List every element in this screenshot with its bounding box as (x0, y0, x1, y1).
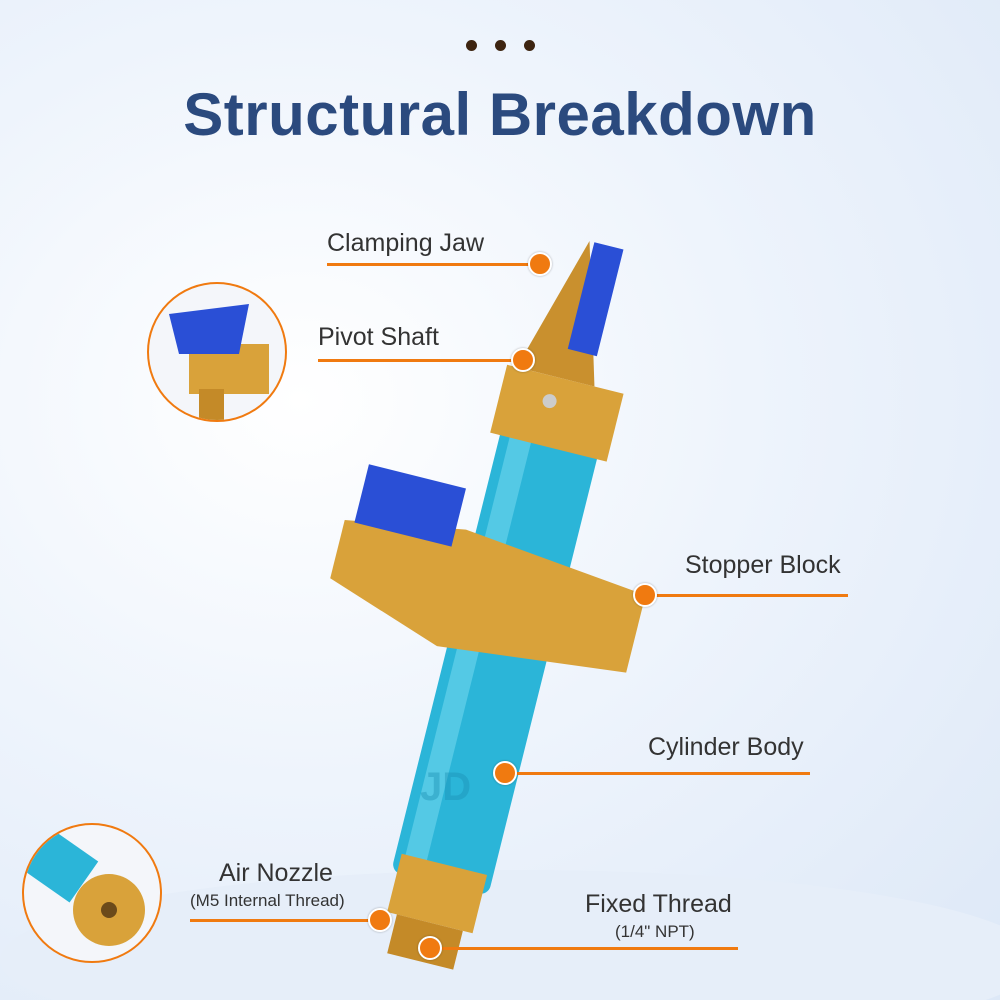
inset-nozzle-detail (22, 823, 162, 963)
marker-dot (418, 936, 442, 960)
callout-air-nozzle: Air Nozzle (219, 859, 333, 887)
leader-line (327, 263, 540, 266)
leader-line (645, 594, 848, 597)
pedestal (0, 870, 1000, 1000)
callout-fixed-thread: Fixed Thread (585, 890, 732, 918)
stopper-block (330, 520, 646, 673)
fixed-thread (387, 853, 488, 934)
callout-cylinder-body: Cylinder Body (648, 733, 804, 761)
leader-line (318, 359, 522, 362)
callout-fixed-thread-sub: (1/4" NPT) (615, 922, 695, 941)
callout-pivot-shaft: Pivot Shaft (318, 323, 439, 351)
inset-pivot-detail (147, 282, 287, 422)
clamping-jaw-pad (567, 242, 624, 357)
marker-dot (493, 761, 517, 785)
marker-dot (528, 252, 552, 276)
page-title: Structural Breakdown (183, 81, 817, 148)
marker-dot (511, 348, 535, 372)
watermark: JD (420, 765, 471, 809)
decorative-dots (0, 38, 1000, 56)
leader-line (430, 947, 738, 950)
callout-stopper-block: Stopper Block (685, 551, 841, 579)
leader-line (505, 772, 810, 775)
callout-air-nozzle-sub: (M5 Internal Thread) (190, 891, 345, 910)
leader-line (190, 919, 380, 922)
callout-clamping-jaw: Clamping Jaw (327, 229, 485, 257)
marker-dot (633, 583, 657, 607)
jaw-block (490, 364, 624, 462)
marker-dot (368, 908, 392, 932)
